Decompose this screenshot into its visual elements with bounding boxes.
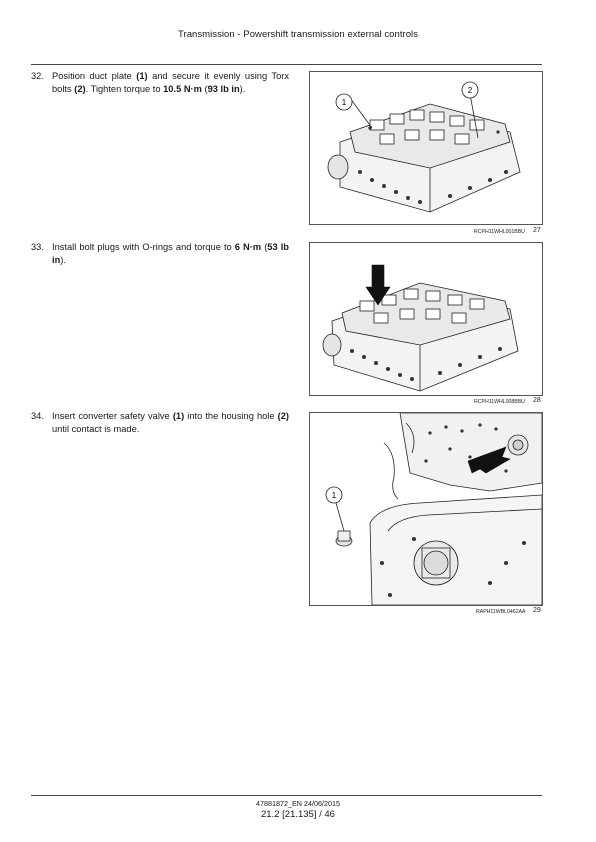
step-text: Insert converter safety valve (1) into t… bbox=[52, 411, 289, 434]
step-number: 33. bbox=[31, 242, 44, 252]
figure-27-ref: RCPH11WHL001BBU bbox=[474, 229, 525, 235]
callout-2: 2 bbox=[468, 86, 473, 95]
step-33: 33. Install bolt plugs with O-rings and … bbox=[31, 241, 289, 266]
step-text: Install bolt plugs with O-rings and torq… bbox=[52, 242, 289, 265]
pointer-arrow-icon bbox=[467, 446, 511, 474]
figure-28-ref: RCPH11WHL008BBU bbox=[474, 399, 525, 405]
figure-27-number: 27 bbox=[533, 227, 541, 234]
figure-28-bolt-plugs bbox=[309, 242, 543, 396]
header-rule bbox=[31, 64, 542, 65]
figure-29-safety-valve: 1 bbox=[309, 412, 543, 606]
down-arrow-icon bbox=[365, 264, 391, 306]
figure-27-duct-plate: 1 2 bbox=[309, 71, 543, 225]
callout-1: 1 bbox=[342, 98, 347, 107]
figure-28-number: 28 bbox=[533, 397, 541, 404]
step-number: 34. bbox=[31, 411, 44, 421]
step-text: Position duct plate (1) and secure it ev… bbox=[52, 71, 289, 94]
figure-29-number: 29 bbox=[533, 607, 541, 614]
figure-29-ref: RAPH11WBL0462AA bbox=[476, 609, 526, 615]
page-header-title: Transmission - Powershift transmission e… bbox=[177, 29, 419, 40]
footer-page-number: 21.2 [21.135] / 46 bbox=[261, 809, 335, 820]
step-32: 32. Position duct plate (1) and secure i… bbox=[31, 70, 289, 95]
callout-1: 1 bbox=[332, 491, 337, 500]
footer-doc-code: 47881872_EN 24/06/2015 bbox=[256, 799, 340, 808]
footer-rule bbox=[31, 795, 542, 796]
step-34: 34. Insert converter safety valve (1) in… bbox=[31, 410, 289, 435]
step-number: 32. bbox=[31, 71, 44, 81]
